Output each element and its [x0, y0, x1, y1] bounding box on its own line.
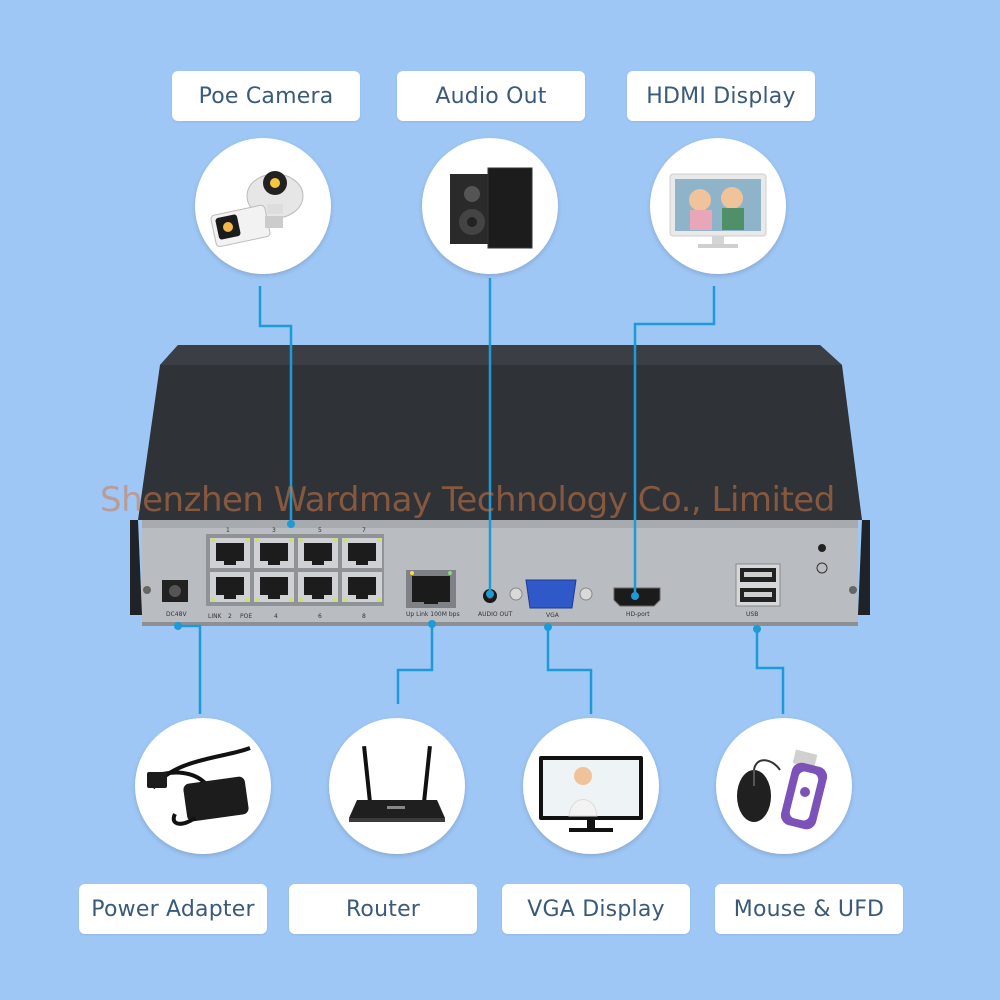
power-adapter-icon	[147, 746, 251, 826]
poe-camera-circle	[195, 138, 331, 274]
port-number-4: 4	[274, 613, 278, 620]
monitor-icon	[669, 173, 767, 248]
connector-dots	[174, 520, 761, 633]
ground-icon	[816, 562, 828, 574]
poe-camera-line	[258, 286, 293, 524]
mouse-ufd-circle	[716, 718, 852, 854]
router-line	[396, 624, 434, 704]
uplink-label: Up Link 100M bps	[406, 611, 460, 618]
poe-port-block	[206, 534, 384, 606]
hd-port-label: HD-port	[626, 611, 650, 618]
power-adapter-label: Power Adapter	[79, 884, 267, 934]
vga-port	[509, 579, 593, 609]
port-number-6: 6	[318, 613, 322, 620]
reset-hole	[818, 544, 826, 552]
poe-camera-label: Poe Camera	[172, 71, 360, 121]
rj45-port	[342, 572, 382, 602]
power-adapter-circle	[135, 718, 271, 854]
router-circle	[329, 718, 465, 854]
rj45-port	[210, 538, 250, 568]
port-number-7: 7	[362, 527, 366, 534]
vga-line	[546, 627, 593, 714]
hdmi-display-circle	[650, 138, 786, 274]
router-icon	[349, 745, 445, 822]
rj45-port	[298, 572, 338, 602]
port-number-2: 2	[228, 613, 232, 620]
speaker-icon	[450, 167, 533, 249]
usb-label: USB	[746, 611, 758, 618]
port-number-5: 5	[318, 527, 322, 534]
vga-label: VGA	[546, 612, 560, 619]
link-label: LINK	[208, 613, 223, 620]
rj45-port	[210, 572, 250, 602]
power-adapter-line	[178, 624, 202, 714]
hdmi-line	[633, 286, 716, 596]
mouse-ufd-label: Mouse & UFD	[715, 884, 903, 934]
port-number-3: 3	[272, 527, 276, 534]
connector-lines	[178, 278, 785, 714]
hdmi-display-label: HDMI Display	[627, 71, 815, 121]
audio-out-label: Audio Out	[397, 71, 585, 121]
port-number-1: 1	[226, 527, 230, 534]
poe-label: POE	[240, 613, 252, 620]
screw	[143, 586, 151, 594]
port-number-8: 8	[362, 613, 366, 620]
router-label: Router	[289, 884, 477, 934]
rj45-port	[254, 538, 294, 568]
usb-ports	[735, 563, 781, 607]
company-watermark: Shenzhen Wardmay Technology Co., Limited	[100, 480, 835, 520]
poe-camera-icon	[210, 171, 304, 248]
audio-label: AUDIO OUT	[478, 611, 513, 618]
vga-monitor-icon	[539, 756, 643, 832]
dc-label: DC48V	[166, 611, 187, 618]
rj45-port	[298, 538, 338, 568]
rj45-port	[254, 572, 294, 602]
mouse-usb-drive-icon	[737, 749, 828, 830]
audio-out-circle	[422, 138, 558, 274]
vga-display-label: VGA Display	[502, 884, 690, 934]
vga-display-circle	[523, 718, 659, 854]
screw	[849, 586, 857, 594]
rj45-port	[342, 538, 382, 568]
mouse-ufd-line	[755, 629, 785, 714]
nvr-top-cover	[138, 345, 862, 520]
